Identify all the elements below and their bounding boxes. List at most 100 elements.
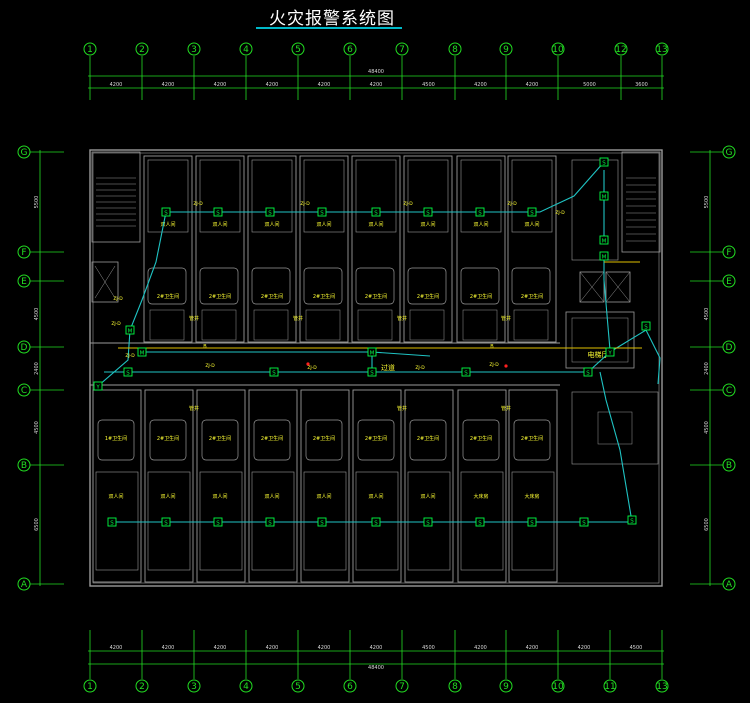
bathroom-lower: [201, 419, 239, 461]
smoke-detector-mark: S: [216, 211, 220, 217]
room-label-upper: 双人间: [368, 221, 383, 228]
smoke-detector: [161, 207, 171, 217]
dimension-span-top: 4200: [474, 82, 487, 88]
bathroom-upper: [511, 267, 551, 305]
closet-upper: [305, 309, 341, 341]
bathroom-lower: [305, 419, 343, 461]
bathroom-upper: [355, 267, 395, 305]
smoke-detector-mark: S: [272, 371, 276, 377]
bathroom-upper: [460, 267, 500, 305]
wall-layer: [89, 149, 663, 587]
axis-label-right: D: [726, 343, 733, 353]
input-module: [599, 235, 609, 245]
smoke-detector-mark: S: [464, 371, 468, 377]
dimension-span-bottom: 4200: [214, 645, 227, 651]
input-module-mark: M: [128, 329, 133, 335]
room-label-upper: 双人间: [160, 221, 175, 228]
bathroom-label-lower: 2#卫生间: [261, 435, 283, 442]
bus-annotation: ZJ-D: [415, 365, 425, 371]
smoke-detector: [317, 517, 327, 527]
room-label-upper: 双人间: [473, 221, 488, 228]
bed-area-upper: [199, 159, 241, 233]
closet-upper: [253, 309, 289, 341]
guest-room-lower: [248, 389, 298, 583]
bathroom-label-lower: 2#卫生间: [521, 435, 543, 442]
smoke-detector: [423, 517, 433, 527]
axis-bubble-bottom: [499, 679, 513, 693]
axis-label-bottom: 5: [295, 682, 301, 692]
bed-area-upper: [355, 159, 397, 233]
smoke-detector: [213, 207, 223, 217]
input-module-mark: M: [140, 351, 145, 357]
room-label-upper: 双人间: [420, 221, 435, 228]
axis-label-bottom: 4: [243, 682, 249, 692]
smoke-detector-mark: S: [320, 521, 324, 527]
axis-label-right: F: [726, 248, 731, 258]
axis-bubble-top: [395, 42, 409, 56]
bathroom-label-upper: 2#卫生间: [157, 293, 179, 300]
bathroom-label-upper: 2#卫生间: [417, 293, 439, 300]
smoke-detector-mark: S: [478, 521, 482, 527]
bed-area-upper: [303, 159, 345, 233]
smoke-detector: [641, 321, 651, 331]
smoke-detector: [579, 517, 589, 527]
smoke-detector-mark: S: [602, 161, 606, 167]
dimension-span-top: 4200: [526, 82, 539, 88]
smoke-detector: [527, 517, 537, 527]
bathroom-lower: [149, 419, 187, 461]
guest-room-upper: [403, 155, 453, 343]
dimension-span-top: 5000: [583, 82, 596, 88]
smoke-detector-mark: S: [582, 521, 586, 527]
bathroom-label-lower: 1#卫生间: [105, 435, 127, 442]
shaft-left: [91, 261, 119, 303]
bathroom-lower: [409, 419, 447, 461]
guest-room-lower: [508, 389, 558, 583]
axis-label-right: A: [726, 580, 733, 590]
axis-label-top: 6: [347, 45, 353, 55]
riser-wire-left: [97, 211, 167, 387]
smoke-detector: [627, 515, 637, 525]
axis-label-right: G: [726, 148, 733, 158]
input-module: [599, 251, 609, 261]
dimension-span-left: 5500: [34, 196, 40, 209]
room-label-upper: 双人间: [316, 221, 331, 228]
service-room-core: [597, 411, 633, 445]
equipment-room: [571, 159, 619, 261]
axis-bubble-bottom: [291, 679, 305, 693]
smoke-detector-mark: S: [110, 521, 114, 527]
closet-upper: [513, 309, 549, 341]
axis-bubble-top: [135, 42, 149, 56]
axis-bubble-top: [448, 42, 462, 56]
duct-label-upper: 管井: [293, 315, 303, 322]
dimension-span-left: 6500: [34, 518, 40, 531]
axis-label-bottom: 10: [552, 682, 564, 692]
axis-bubble-bottom: [655, 679, 669, 693]
axis-label-left: E: [21, 277, 27, 287]
dimension-span-top: 4200: [266, 82, 279, 88]
smoke-detector: [583, 367, 593, 377]
closet-upper: [409, 309, 445, 341]
smoke-detector: [461, 367, 471, 377]
dimension-total-top: 48400: [368, 69, 384, 75]
guest-room-lower: [404, 389, 454, 583]
axis-label-left: F: [21, 248, 26, 258]
bus-annotation: ZJ-D: [193, 201, 203, 207]
bus-annotation: ZJ-D: [300, 201, 310, 207]
axis-bubble-bottom: [239, 679, 253, 693]
dimension-span-right: 6500: [704, 518, 710, 531]
dimension-total-bottom: 48400: [368, 665, 384, 671]
bed-area-lower: [303, 471, 347, 571]
input-module-mark: M: [602, 239, 607, 245]
axis-label-right: C: [726, 386, 732, 396]
building-outline: [89, 149, 663, 587]
dimension-span-right: 2400: [704, 362, 710, 375]
guest-room-upper: [143, 155, 193, 343]
bathroom-label-upper: 2#卫生间: [365, 293, 387, 300]
axis-bubble-top: [239, 42, 253, 56]
bed-area-lower: [95, 471, 139, 571]
bathroom-label-upper: 2#卫生间: [470, 293, 492, 300]
axis-label-bottom: 8: [452, 682, 458, 692]
smoke-detector: [265, 517, 275, 527]
axis-bubble-top: [291, 42, 305, 56]
dimension-span-right: 4500: [704, 308, 710, 321]
